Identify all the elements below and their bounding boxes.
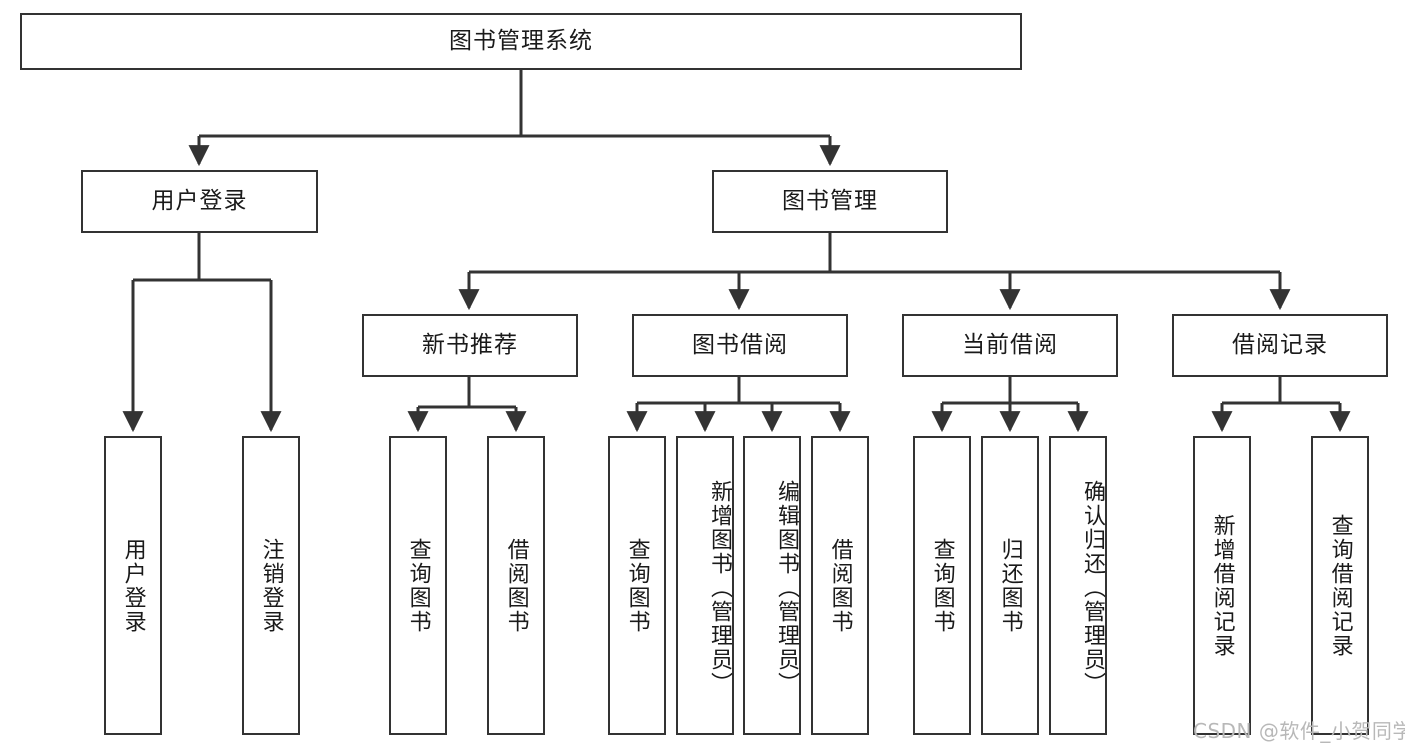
leaf-new-book-borrow[interactable]: 借阅图书	[487, 436, 545, 735]
node-label: 确认归还（管理员）	[1080, 479, 1105, 696]
node-label: 新增借阅记录	[1209, 513, 1235, 658]
node-label: 查询借阅记录	[1327, 513, 1353, 658]
node-book-borrow[interactable]: 图书借阅	[632, 314, 848, 377]
node-label: 当前借阅	[962, 332, 1058, 359]
node-book-manage[interactable]: 图书管理	[712, 170, 948, 233]
leaf-book-borrow-borrow[interactable]: 借阅图书	[811, 436, 869, 735]
node-label: 查询图书	[405, 537, 431, 634]
leaf-book-borrow-edit[interactable]: 编辑图书（管理员）	[743, 436, 801, 735]
node-label: 归还图书	[997, 537, 1023, 634]
leaf-current-borrow-return[interactable]: 归还图书	[981, 436, 1039, 735]
node-label: 借阅图书	[827, 537, 853, 634]
watermark-text: CSDN @软件_小贺同学	[1193, 719, 1405, 743]
leaf-borrow-record-query[interactable]: 查询借阅记录	[1311, 436, 1369, 735]
leaf-user-login-logout[interactable]: 注销登录	[242, 436, 300, 735]
node-label: 注销登录	[258, 537, 284, 634]
node-label: 借阅图书	[503, 537, 529, 634]
leaf-book-borrow-add[interactable]: 新增图书（管理员）	[676, 436, 734, 735]
node-label: 查询图书	[929, 537, 955, 634]
leaf-user-login-login[interactable]: 用户登录	[104, 436, 162, 735]
node-label: 图书管理	[782, 188, 878, 215]
leaf-current-borrow-query[interactable]: 查询图书	[913, 436, 971, 735]
node-current-borrow[interactable]: 当前借阅	[902, 314, 1118, 377]
node-label: 编辑图书（管理员）	[774, 479, 799, 696]
leaf-borrow-record-add[interactable]: 新增借阅记录	[1193, 436, 1251, 735]
leaf-current-borrow-confirm[interactable]: 确认归还（管理员）	[1049, 436, 1107, 735]
leaf-book-borrow-query[interactable]: 查询图书	[608, 436, 666, 735]
node-new-book-recommend[interactable]: 新书推荐	[362, 314, 578, 377]
node-label: 借阅记录	[1232, 332, 1328, 359]
node-label: 用户登录	[151, 188, 248, 215]
node-label: 图书借阅	[692, 332, 788, 359]
node-label: 新增图书（管理员）	[707, 479, 732, 696]
node-borrow-record[interactable]: 借阅记录	[1172, 314, 1388, 377]
node-label: 新书推荐	[422, 332, 518, 359]
node-root-system[interactable]: 图书管理系统	[20, 13, 1022, 70]
node-label: 用户登录	[120, 537, 146, 634]
leaf-new-book-query[interactable]: 查询图书	[389, 436, 447, 735]
node-label: 查询图书	[624, 537, 650, 634]
node-label: 图书管理系统	[449, 28, 593, 55]
node-user-login[interactable]: 用户登录	[81, 170, 318, 233]
